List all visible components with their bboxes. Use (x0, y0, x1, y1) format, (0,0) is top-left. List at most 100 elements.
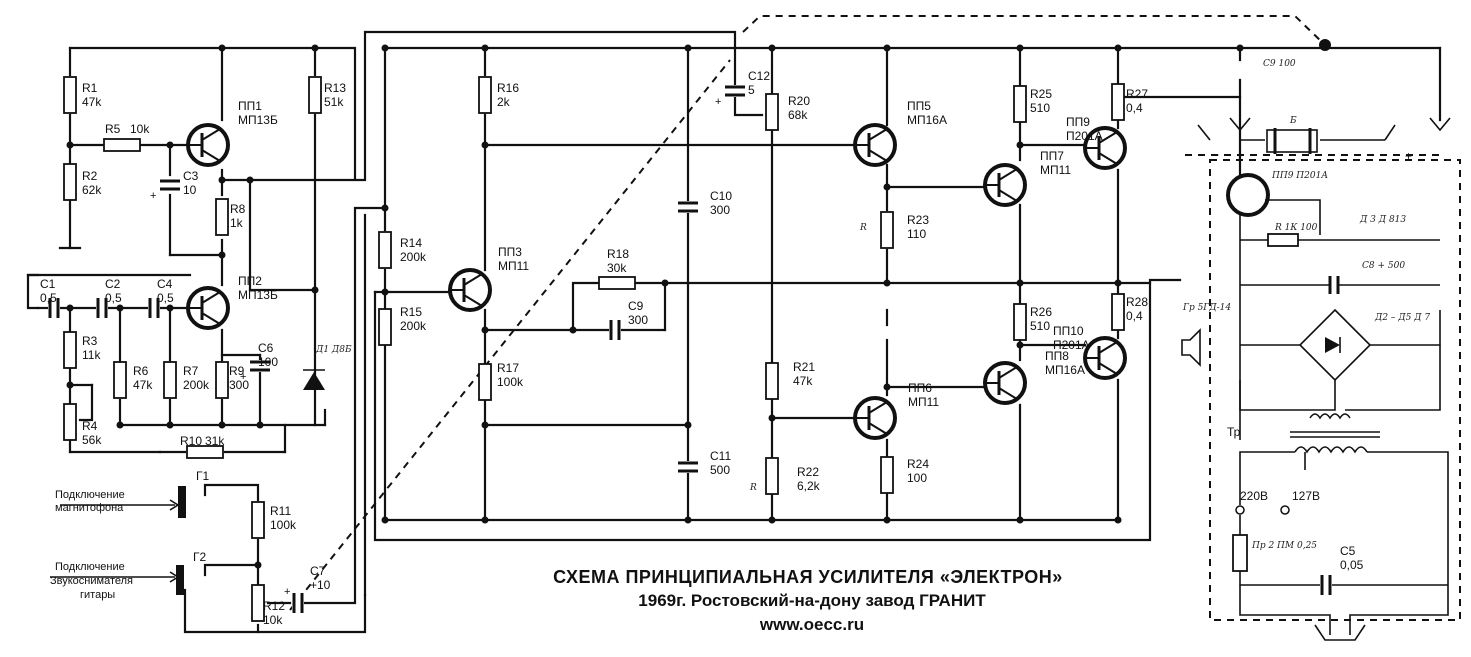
junction-dot (1114, 44, 1122, 52)
c7-name: C7 (310, 564, 326, 578)
junction-dot (768, 414, 776, 422)
r21-value: 47k (793, 374, 813, 388)
junction-dot (311, 286, 319, 294)
junction-dot (684, 516, 692, 524)
junction-dot (481, 421, 489, 429)
r5-resistor-body (103, 138, 141, 152)
r8-resistor-body (215, 198, 229, 236)
r10-resistor-body (186, 445, 224, 459)
junction-dot (166, 421, 174, 429)
c4-name: C4 (157, 277, 173, 291)
c7-value: +10 (310, 578, 331, 592)
r1-value: 47k (82, 95, 102, 109)
r25-resistor-body (1013, 85, 1027, 123)
c5-value: 0,05 (1340, 558, 1364, 572)
r3-value: 11k (82, 348, 101, 362)
r14-value: 200k (400, 250, 427, 264)
pp10-name: ПП10 (1053, 324, 1084, 338)
r11-value: 100k (270, 518, 297, 532)
hand-psu-transistor: ПП9 П201А (1271, 171, 1328, 181)
junction-dot (218, 44, 226, 52)
junction-dot (311, 44, 319, 52)
junction-dot (66, 381, 74, 389)
c1-value: 0,5 (40, 291, 57, 305)
pp6-value: МП11 (908, 395, 939, 409)
junction-dot (381, 44, 389, 52)
r4-resistor-body (63, 403, 77, 441)
junction-dot (381, 288, 389, 296)
battery-plus: + (1405, 149, 1412, 163)
r28-value: 0,4 (1126, 309, 1143, 323)
r15-name: R15 (400, 305, 422, 319)
r12-name: R12 (263, 599, 285, 613)
tap-127: 127В (1292, 489, 1320, 503)
r26-value: 510 (1030, 319, 1050, 333)
r8-value: 1k (230, 216, 244, 230)
jack-g1: Г1 (196, 469, 209, 483)
c5-component: C50,05 (1320, 544, 1364, 597)
pp5-name: ПП5 (907, 99, 931, 113)
r9-name: R9 (229, 364, 245, 378)
junction-dot (481, 516, 489, 524)
c5-name: C5 (1340, 544, 1356, 558)
pp6-name: ПП6 (908, 381, 932, 395)
tape-label-1: Подключение (55, 489, 125, 501)
r24-value: 100 (907, 471, 927, 485)
pp7-name: ПП7 (1040, 149, 1064, 163)
r10-name: R10 (180, 434, 202, 448)
r24-resistor-body (880, 456, 894, 494)
c7-polarity-mark: + (284, 586, 290, 598)
junction-dot (381, 516, 389, 524)
r2-resistor-body (63, 163, 77, 201)
r22-resistor-body (765, 457, 779, 495)
pp2-name: ПП2 (238, 274, 262, 288)
junction-dot (218, 176, 226, 184)
power-supply: - + Тр 2 (303, 59, 1451, 641)
hand-pot-r22: R (749, 483, 757, 493)
c10-name: C10 (710, 189, 732, 203)
r14-resistor-body (378, 231, 392, 269)
r1-name: R1 (82, 81, 98, 95)
junction-dot (246, 176, 254, 184)
pp9-value: П201А (1066, 129, 1103, 143)
junction-dot (1236, 44, 1244, 52)
pp3-value: МП11 (498, 259, 529, 273)
r23-resistor-body (880, 211, 894, 249)
junction-dot (1114, 279, 1122, 287)
r5-value: 10k (130, 122, 150, 136)
hand-bridge: Д2 – Д5 Д 7 (1374, 313, 1430, 323)
r8-name: R8 (230, 202, 246, 216)
r18-resistor-body (598, 276, 636, 290)
r18-name: R18 (607, 247, 629, 261)
hand-b: Б (1289, 116, 1297, 126)
pp7-value: МП11 (1040, 163, 1071, 177)
junction-dot (661, 279, 669, 287)
junction-dot (569, 326, 577, 334)
junction-dot (116, 304, 124, 312)
c1-name: C1 (40, 277, 56, 291)
guitar-label-1: Подключение (55, 561, 125, 573)
r6-resistor-body (113, 361, 127, 399)
